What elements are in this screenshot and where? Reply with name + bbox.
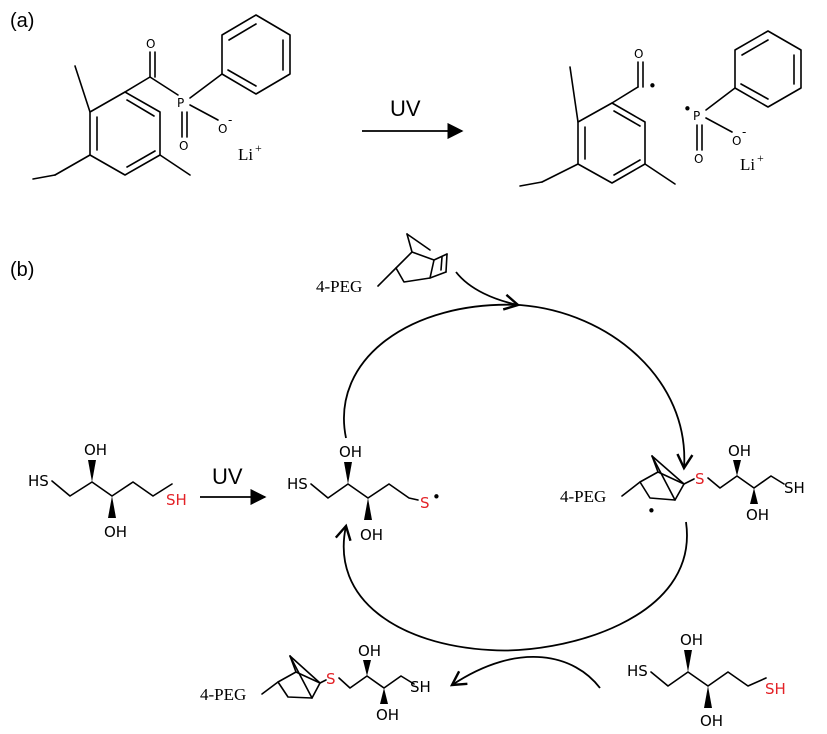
phosphorus-atom: P [177,96,184,110]
phenyl-ring [221,14,291,95]
thiyl-oh-top: OH [339,443,362,461]
thiyl-oh-bottom: OH [360,526,383,544]
product-anion-oxygen: O [732,134,741,148]
dtt-oh-bottom: OH [104,523,127,541]
product-anion-charge: - [742,125,746,139]
carbon-radical-dot: • [647,502,656,520]
thiyl-hs-label: HS [287,475,308,493]
dtt2-oh-top: OH [680,631,703,649]
anion-charge: - [228,113,232,127]
lithium-counterion: Li [238,145,253,164]
acyl-oxygen: O [634,47,643,61]
thiyl-radical: HS OH OH S • [287,443,441,544]
product-phosphorus: P [693,109,700,123]
product-lithium: Li [740,155,755,174]
carbon-radical-sh: SH [784,479,805,497]
carbon-radical-peg-label: 4-PEG [560,487,606,506]
anion-oxygen: O [218,122,227,136]
peg-norbornene: 4-PEG [316,233,448,296]
dtt-sh-label: SH [166,491,187,509]
carbon-radical-s: S [695,470,705,488]
product-sh-label: SH [410,678,431,696]
norbornene-feed-arrow [455,271,521,311]
carbon-radical-oh-top: OH [728,442,751,460]
carbon-radical-intermediate: 4-PEG • S OH OH SH [560,442,805,524]
thioether-product: 4-PEG S OH OH SH [200,642,431,724]
dtt-hs-label: HS [28,472,49,490]
cycle-arc-top [343,303,694,471]
dtt2-s-label: SH [765,680,786,698]
product-mesityl-ring [577,102,646,184]
panel-label-b: (b) [10,259,34,281]
phosphinoyl-radical-dot: • [683,100,692,118]
acyl-radical-dot: • [648,77,657,95]
tpo-li-reactant: O P O O - Li + [0,0,291,180]
uv-label-b: UV [212,464,243,489]
cycle-arc-bottom [334,521,688,652]
carbon-radical-oh-bottom: OH [746,506,769,524]
chain-transfer-arrow [449,655,601,689]
dtt-oh-top: OH [84,441,107,459]
product-lithium-charge: + [757,151,764,165]
product-oh-bottom: OH [376,706,399,724]
radical-products: O • • P O O - Li + [519,30,802,187]
panel-label-a: (a) [10,10,34,32]
product-s-label: S [326,670,336,688]
uv-label-a: UV [390,96,421,121]
dtt-starting-thiol: HS OH OH SH [28,441,187,541]
mesityl-ring [89,91,161,176]
product-peg-label: 4-PEG [200,685,246,704]
carbonyl-oxygen: O [146,37,155,51]
peg-norbornene-label: 4-PEG [316,277,362,296]
phosphoryl-oxygen: O [179,139,188,153]
thiyl-s-label: S [420,494,430,512]
product-phenyl-ring [734,30,802,108]
thiyl-radical-dot: • [432,488,441,506]
dtt2-hs-label: HS [627,662,648,680]
dtt-chain-transfer-thiol: HS OH OH SH [627,631,786,730]
product-phosphoryl-oxygen: O [694,152,703,166]
dtt2-oh-bottom: OH [700,712,723,730]
product-oh-top: OH [358,642,381,660]
lithium-charge: + [255,141,262,155]
